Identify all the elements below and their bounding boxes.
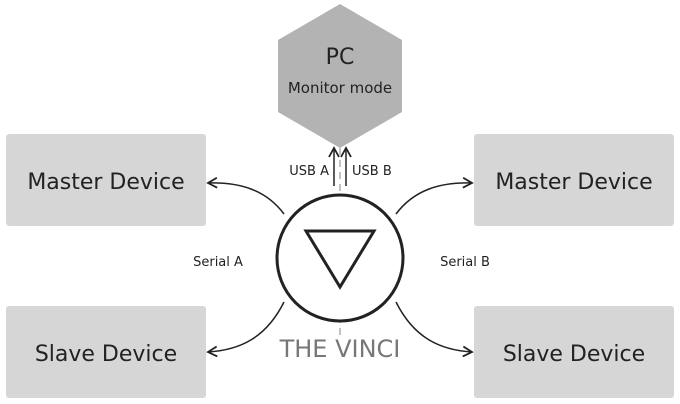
vinci-name: THE VINCI — [279, 335, 401, 363]
serial-a-slave-arrow — [206, 301, 285, 358]
vinci-circle — [275, 193, 405, 323]
pc-hexagon — [278, 4, 402, 148]
pc-subtitle: Monitor mode — [288, 79, 392, 97]
usb-a-label: USB A — [289, 164, 329, 179]
master-device-right-box — [474, 134, 674, 226]
serial-b-master-arrow — [395, 176, 474, 215]
usb-b-label: USB B — [352, 164, 392, 179]
slave-device-right-label: Slave Device — [503, 342, 645, 367]
pc-title: PC — [326, 45, 355, 70]
slave-device-left-box — [6, 306, 206, 398]
master-device-right-label: Master Device — [495, 170, 652, 195]
serial-a-label: Serial A — [193, 255, 243, 270]
master-device-left-label: Master Device — [27, 170, 184, 195]
slave-device-left-label: Slave Device — [35, 342, 177, 367]
serial-b-slave-arrow — [395, 301, 474, 358]
triangle-down-icon — [303, 229, 377, 290]
master-device-left-box — [6, 134, 206, 226]
serial-b-label: Serial B — [440, 255, 490, 270]
serial-a-master-arrow — [206, 176, 285, 215]
slave-device-right-box — [474, 306, 674, 398]
